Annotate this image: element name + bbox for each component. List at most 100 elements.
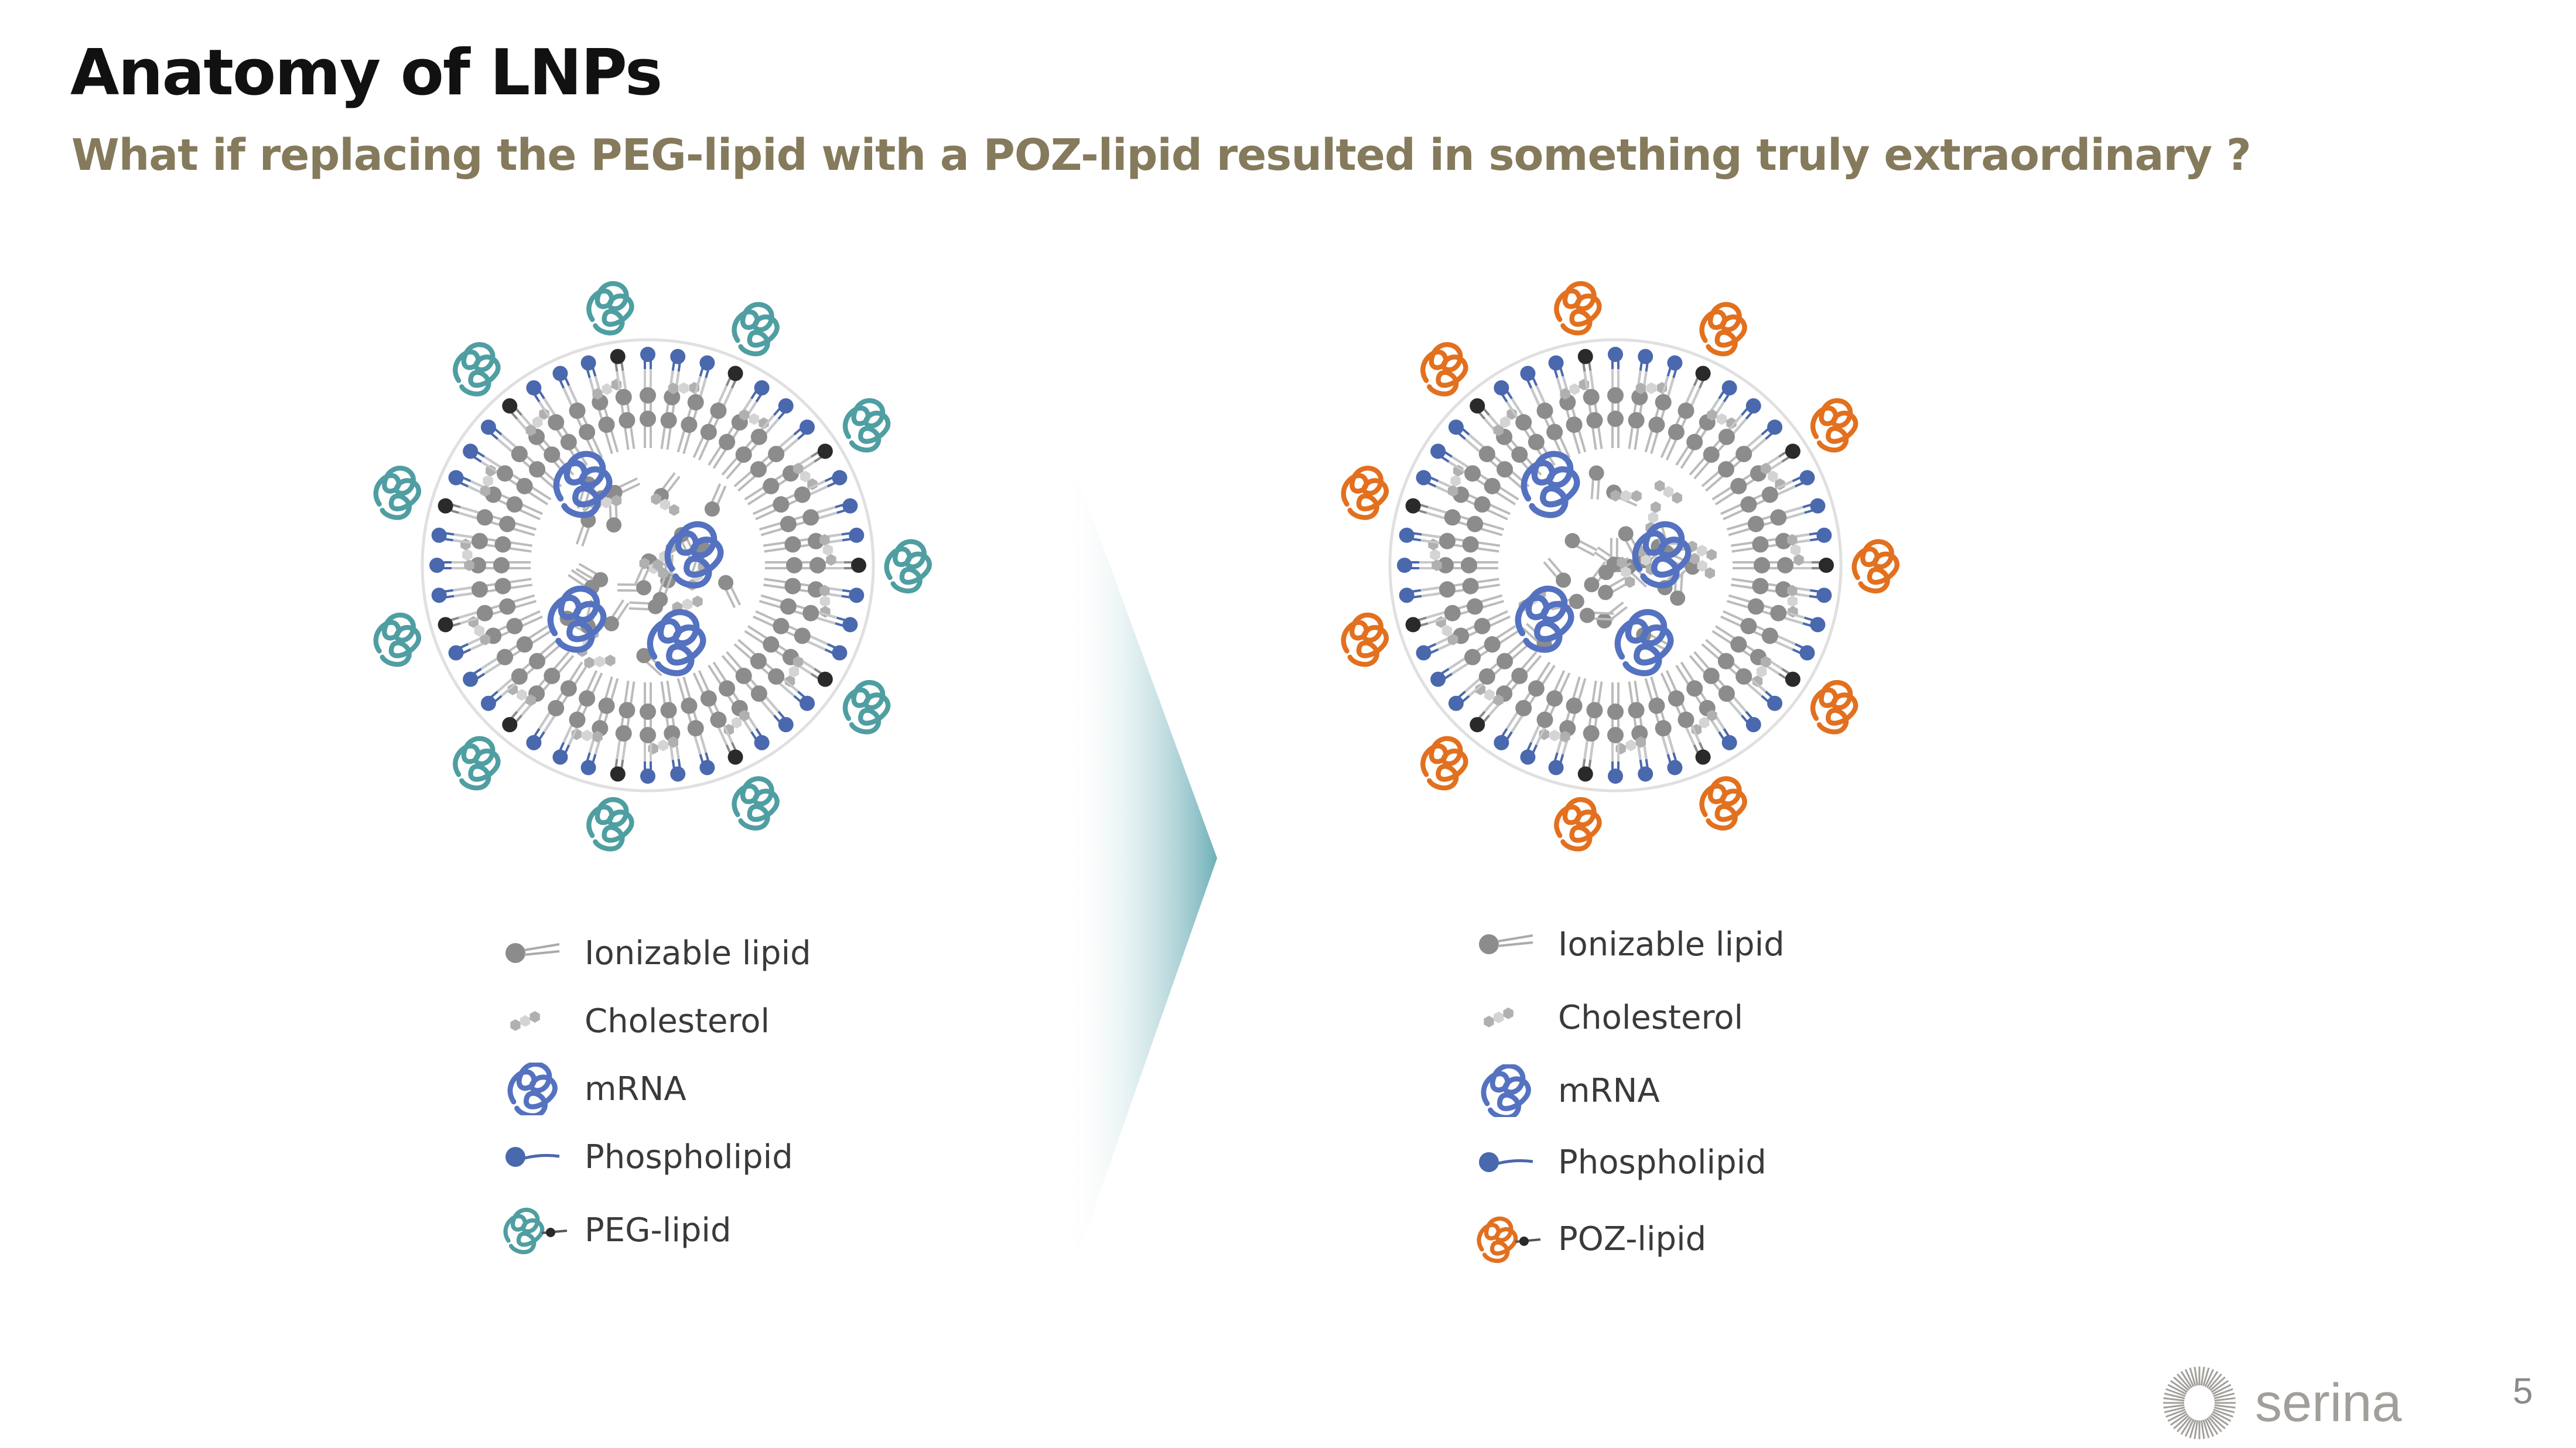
lipid bbox=[1467, 594, 1505, 615]
lipid bbox=[1726, 515, 1764, 537]
cholesterol bbox=[1610, 490, 1642, 502]
mrna-icon bbox=[1481, 1064, 1531, 1117]
cholesterol bbox=[480, 465, 496, 497]
cholesterol bbox=[1617, 556, 1635, 588]
lipid bbox=[1607, 411, 1624, 448]
legend-item: Cholesterol bbox=[1471, 991, 1743, 1044]
mrna bbox=[1632, 521, 1692, 589]
lipid bbox=[1607, 682, 1624, 720]
mrna bbox=[1521, 450, 1580, 518]
slide-subtitle: What if replacing the PEG-lipid with a P… bbox=[71, 130, 2252, 180]
peg-lipid bbox=[373, 466, 421, 520]
lipid bbox=[744, 477, 780, 506]
lipid bbox=[1405, 498, 1448, 520]
lipid bbox=[693, 732, 715, 776]
lipid bbox=[708, 661, 736, 697]
lipid bbox=[1660, 424, 1685, 460]
lipid bbox=[1520, 723, 1546, 765]
lipid bbox=[815, 498, 858, 520]
ionizable-lipid-icon bbox=[1479, 934, 1533, 954]
cholesterol bbox=[651, 493, 679, 516]
logo-text: serina bbox=[2255, 1372, 2402, 1433]
peg-lipid bbox=[842, 680, 891, 735]
lipid bbox=[640, 347, 655, 390]
lipid bbox=[1745, 419, 1783, 453]
cholesterol-icon bbox=[510, 1010, 540, 1031]
lipid bbox=[778, 677, 815, 711]
lipid bbox=[760, 695, 794, 733]
poz-lipid bbox=[1341, 466, 1389, 520]
lipid bbox=[1546, 670, 1571, 707]
cholesterol bbox=[510, 1010, 540, 1031]
lipid bbox=[1598, 576, 1631, 600]
mrna bbox=[1515, 585, 1574, 653]
lipid bbox=[1628, 680, 1645, 719]
transition-arrow bbox=[1066, 445, 1217, 1289]
lipid bbox=[480, 419, 518, 453]
lipid bbox=[721, 651, 752, 684]
peg-lipid bbox=[586, 281, 634, 336]
lipid bbox=[1462, 578, 1501, 595]
peg-lipid bbox=[453, 736, 501, 791]
lipid bbox=[438, 498, 481, 520]
sunburst-logo-icon bbox=[2163, 1367, 2236, 1439]
peg-lipid bbox=[586, 797, 634, 852]
lipid bbox=[1711, 625, 1747, 653]
lipid bbox=[1730, 578, 1769, 595]
lipid bbox=[763, 578, 801, 595]
poz-lipid bbox=[1699, 302, 1747, 357]
mrna-icon bbox=[507, 1063, 558, 1115]
lnp-membrane bbox=[421, 338, 875, 793]
lipid bbox=[1733, 557, 1770, 573]
lnp-peg-diagram bbox=[373, 281, 932, 852]
legend-item: Ionizable lipid bbox=[1471, 918, 1785, 971]
mrna bbox=[664, 521, 724, 589]
legend-item: Phospholipid bbox=[1471, 1136, 1767, 1189]
lipid bbox=[1660, 670, 1685, 707]
lipid bbox=[499, 594, 537, 615]
legend-item: Cholesterol bbox=[498, 995, 770, 1047]
mrna bbox=[647, 609, 706, 677]
lipid bbox=[1608, 347, 1623, 390]
lipid bbox=[1543, 557, 1571, 588]
lipid bbox=[1782, 498, 1826, 520]
lipid bbox=[721, 446, 752, 480]
lipid bbox=[704, 483, 727, 517]
legend-label: Phospholipid bbox=[1558, 1143, 1767, 1181]
page-number: 5 bbox=[2513, 1371, 2533, 1412]
lipid bbox=[617, 580, 652, 596]
cholesterol bbox=[1493, 408, 1517, 436]
cholesterol bbox=[784, 655, 804, 688]
poz-lipid bbox=[1810, 680, 1858, 735]
legend-label: PEG-lipid bbox=[585, 1211, 732, 1249]
lipid bbox=[759, 594, 797, 615]
legend-label: POZ-lipid bbox=[1558, 1220, 1707, 1258]
lnp-membrane bbox=[1388, 338, 1843, 793]
lipid bbox=[516, 477, 552, 506]
lipid bbox=[1727, 695, 1761, 733]
lipid bbox=[640, 682, 656, 720]
peg-lipid bbox=[884, 539, 932, 594]
lnp-poz-diagram bbox=[1341, 281, 1899, 852]
legend-item: POZ-lipid bbox=[1471, 1213, 1706, 1265]
lipid bbox=[1511, 651, 1542, 684]
lipid bbox=[516, 625, 552, 653]
cholesterol bbox=[648, 736, 679, 755]
lipid bbox=[1745, 677, 1783, 711]
cholesterol bbox=[819, 534, 836, 566]
lipid bbox=[480, 677, 518, 711]
poz-lipid bbox=[1554, 797, 1602, 852]
peg-lipid bbox=[453, 342, 501, 397]
lipid bbox=[692, 424, 717, 460]
cholesterol bbox=[584, 654, 616, 669]
lipid bbox=[1689, 446, 1720, 480]
legend-label: Ionizable lipid bbox=[1558, 925, 1785, 964]
poz-lipid bbox=[1851, 539, 1899, 594]
poz-lipid bbox=[1420, 342, 1468, 397]
lipid bbox=[1644, 416, 1665, 455]
lipid bbox=[526, 711, 556, 750]
lipid bbox=[1528, 661, 1556, 697]
lipid bbox=[708, 433, 736, 469]
lipid bbox=[1597, 601, 1628, 629]
peg-lipid bbox=[732, 302, 780, 357]
